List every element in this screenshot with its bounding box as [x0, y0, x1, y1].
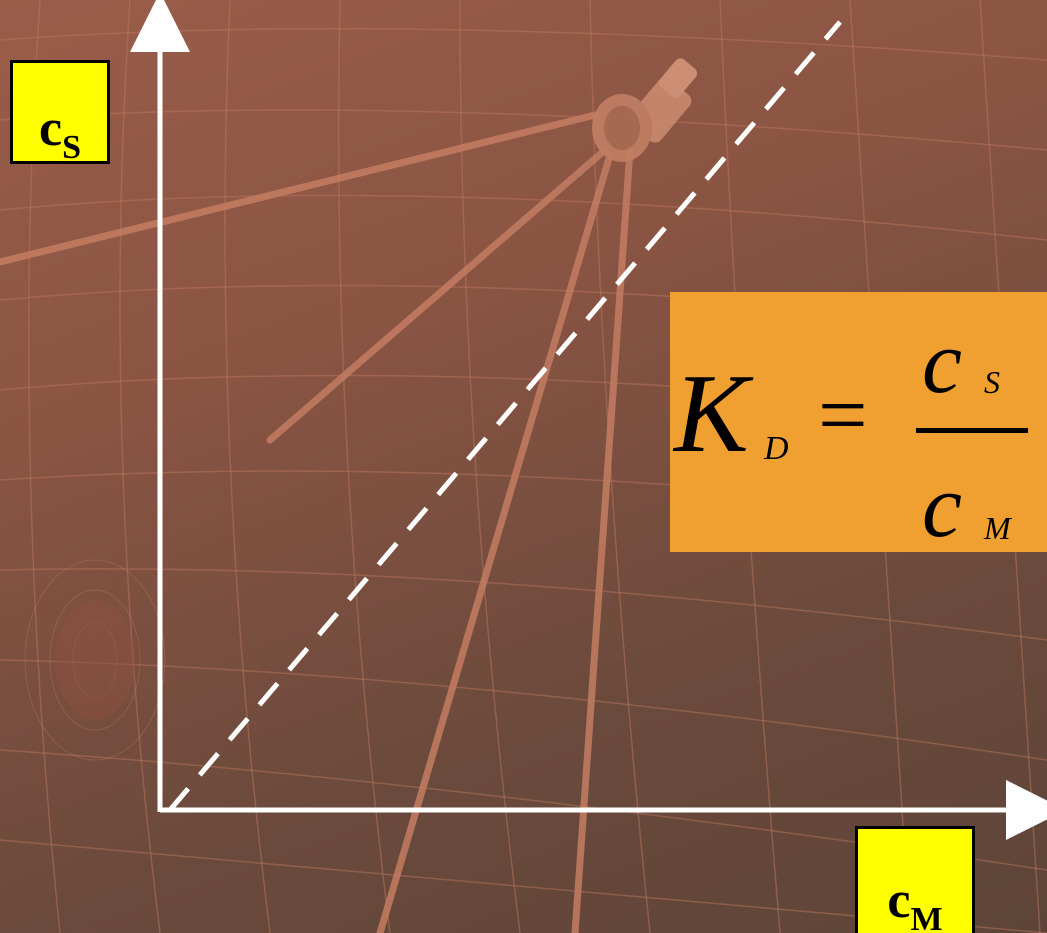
x-axis-label-sub: M: [910, 901, 943, 933]
formula-denominator-sub: M: [984, 510, 1011, 546]
formula-numerator: c: [922, 313, 962, 412]
formula-lhs: K: [674, 352, 749, 476]
formula-numerator-sub: S: [984, 364, 1000, 400]
formula-equals: =: [818, 367, 868, 464]
fraction-bar: [916, 428, 1028, 433]
y-axis-label-main: c: [38, 100, 63, 157]
proportionality-dashed-line: [168, 20, 842, 812]
partition-coefficient-formula: K D = c S c M: [670, 292, 1047, 552]
formula-lhs-sub: D: [764, 430, 789, 467]
y-axis-label-sub: S: [62, 129, 81, 166]
x-axis-label-main: c: [887, 872, 911, 929]
formula-denominator: c: [922, 457, 962, 556]
